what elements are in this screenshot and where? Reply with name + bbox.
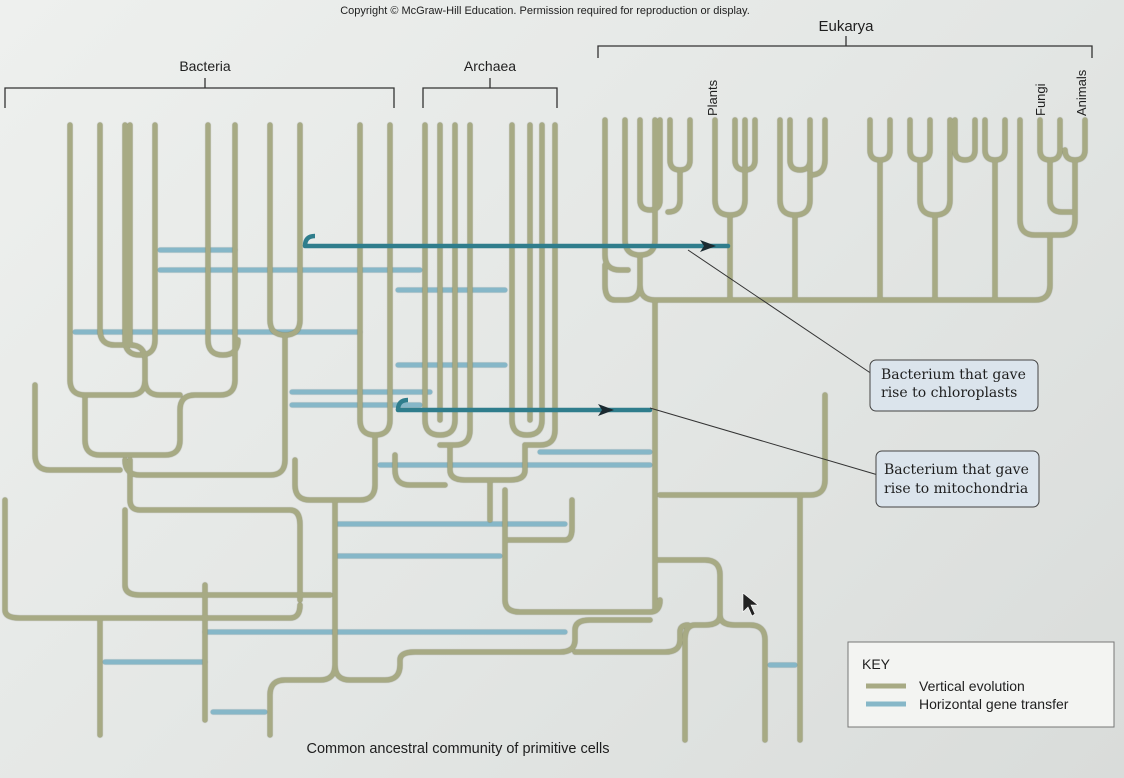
domain-brackets bbox=[4, 36, 1093, 108]
chloroplast-callout-line-2: rise to chloroplasts bbox=[881, 385, 1017, 401]
mitochondria-transfer-origin bbox=[395, 397, 409, 411]
plants-label: Plants bbox=[705, 79, 720, 116]
archaea-bracket bbox=[422, 78, 558, 108]
bacteria-bracket bbox=[4, 78, 395, 108]
mitochondria-callout-line-1: Bacterium that gave bbox=[884, 462, 1029, 478]
mitochondria-callout-line-2: rise to mitochondria bbox=[884, 481, 1028, 497]
legend-horizontal-label: Horizontal gene transfer bbox=[919, 696, 1069, 712]
mitochondria-leader-line bbox=[649, 407, 879, 476]
vertical-evolution-lineages bbox=[2, 117, 1088, 743]
chloroplast-callout: Bacterium that gave rise to chloroplasts bbox=[869, 359, 1039, 412]
legend-title: KEY bbox=[862, 656, 891, 672]
fungi-label: Fungi bbox=[1033, 83, 1048, 116]
mitochondria-callout: Bacterium that gave rise to mitochondria bbox=[875, 450, 1040, 508]
mitochondria-arrowhead bbox=[598, 404, 614, 416]
eukarya-bracket bbox=[597, 36, 1093, 58]
root-caption: Common ancestral community of primitive … bbox=[307, 741, 610, 757]
copyright-notice: Copyright © McGraw-Hill Education. Permi… bbox=[340, 5, 750, 17]
bacteria-label: Bacteria bbox=[179, 58, 231, 74]
archaea-label: Archaea bbox=[464, 58, 516, 74]
legend-vertical-label: Vertical evolution bbox=[919, 678, 1025, 694]
chloroplast-leader-line bbox=[687, 249, 873, 375]
legend-key: KEY Vertical evolution Horizontal gene t… bbox=[847, 641, 1115, 728]
eukarya-label: Eukarya bbox=[818, 18, 874, 35]
cursor-icon bbox=[742, 592, 759, 617]
animals-label: Animals bbox=[1074, 69, 1089, 116]
chloroplast-arrowhead bbox=[700, 240, 716, 252]
chloroplast-callout-line-1: Bacterium that gave bbox=[881, 367, 1026, 383]
chloroplast-transfer-origin bbox=[302, 233, 316, 247]
